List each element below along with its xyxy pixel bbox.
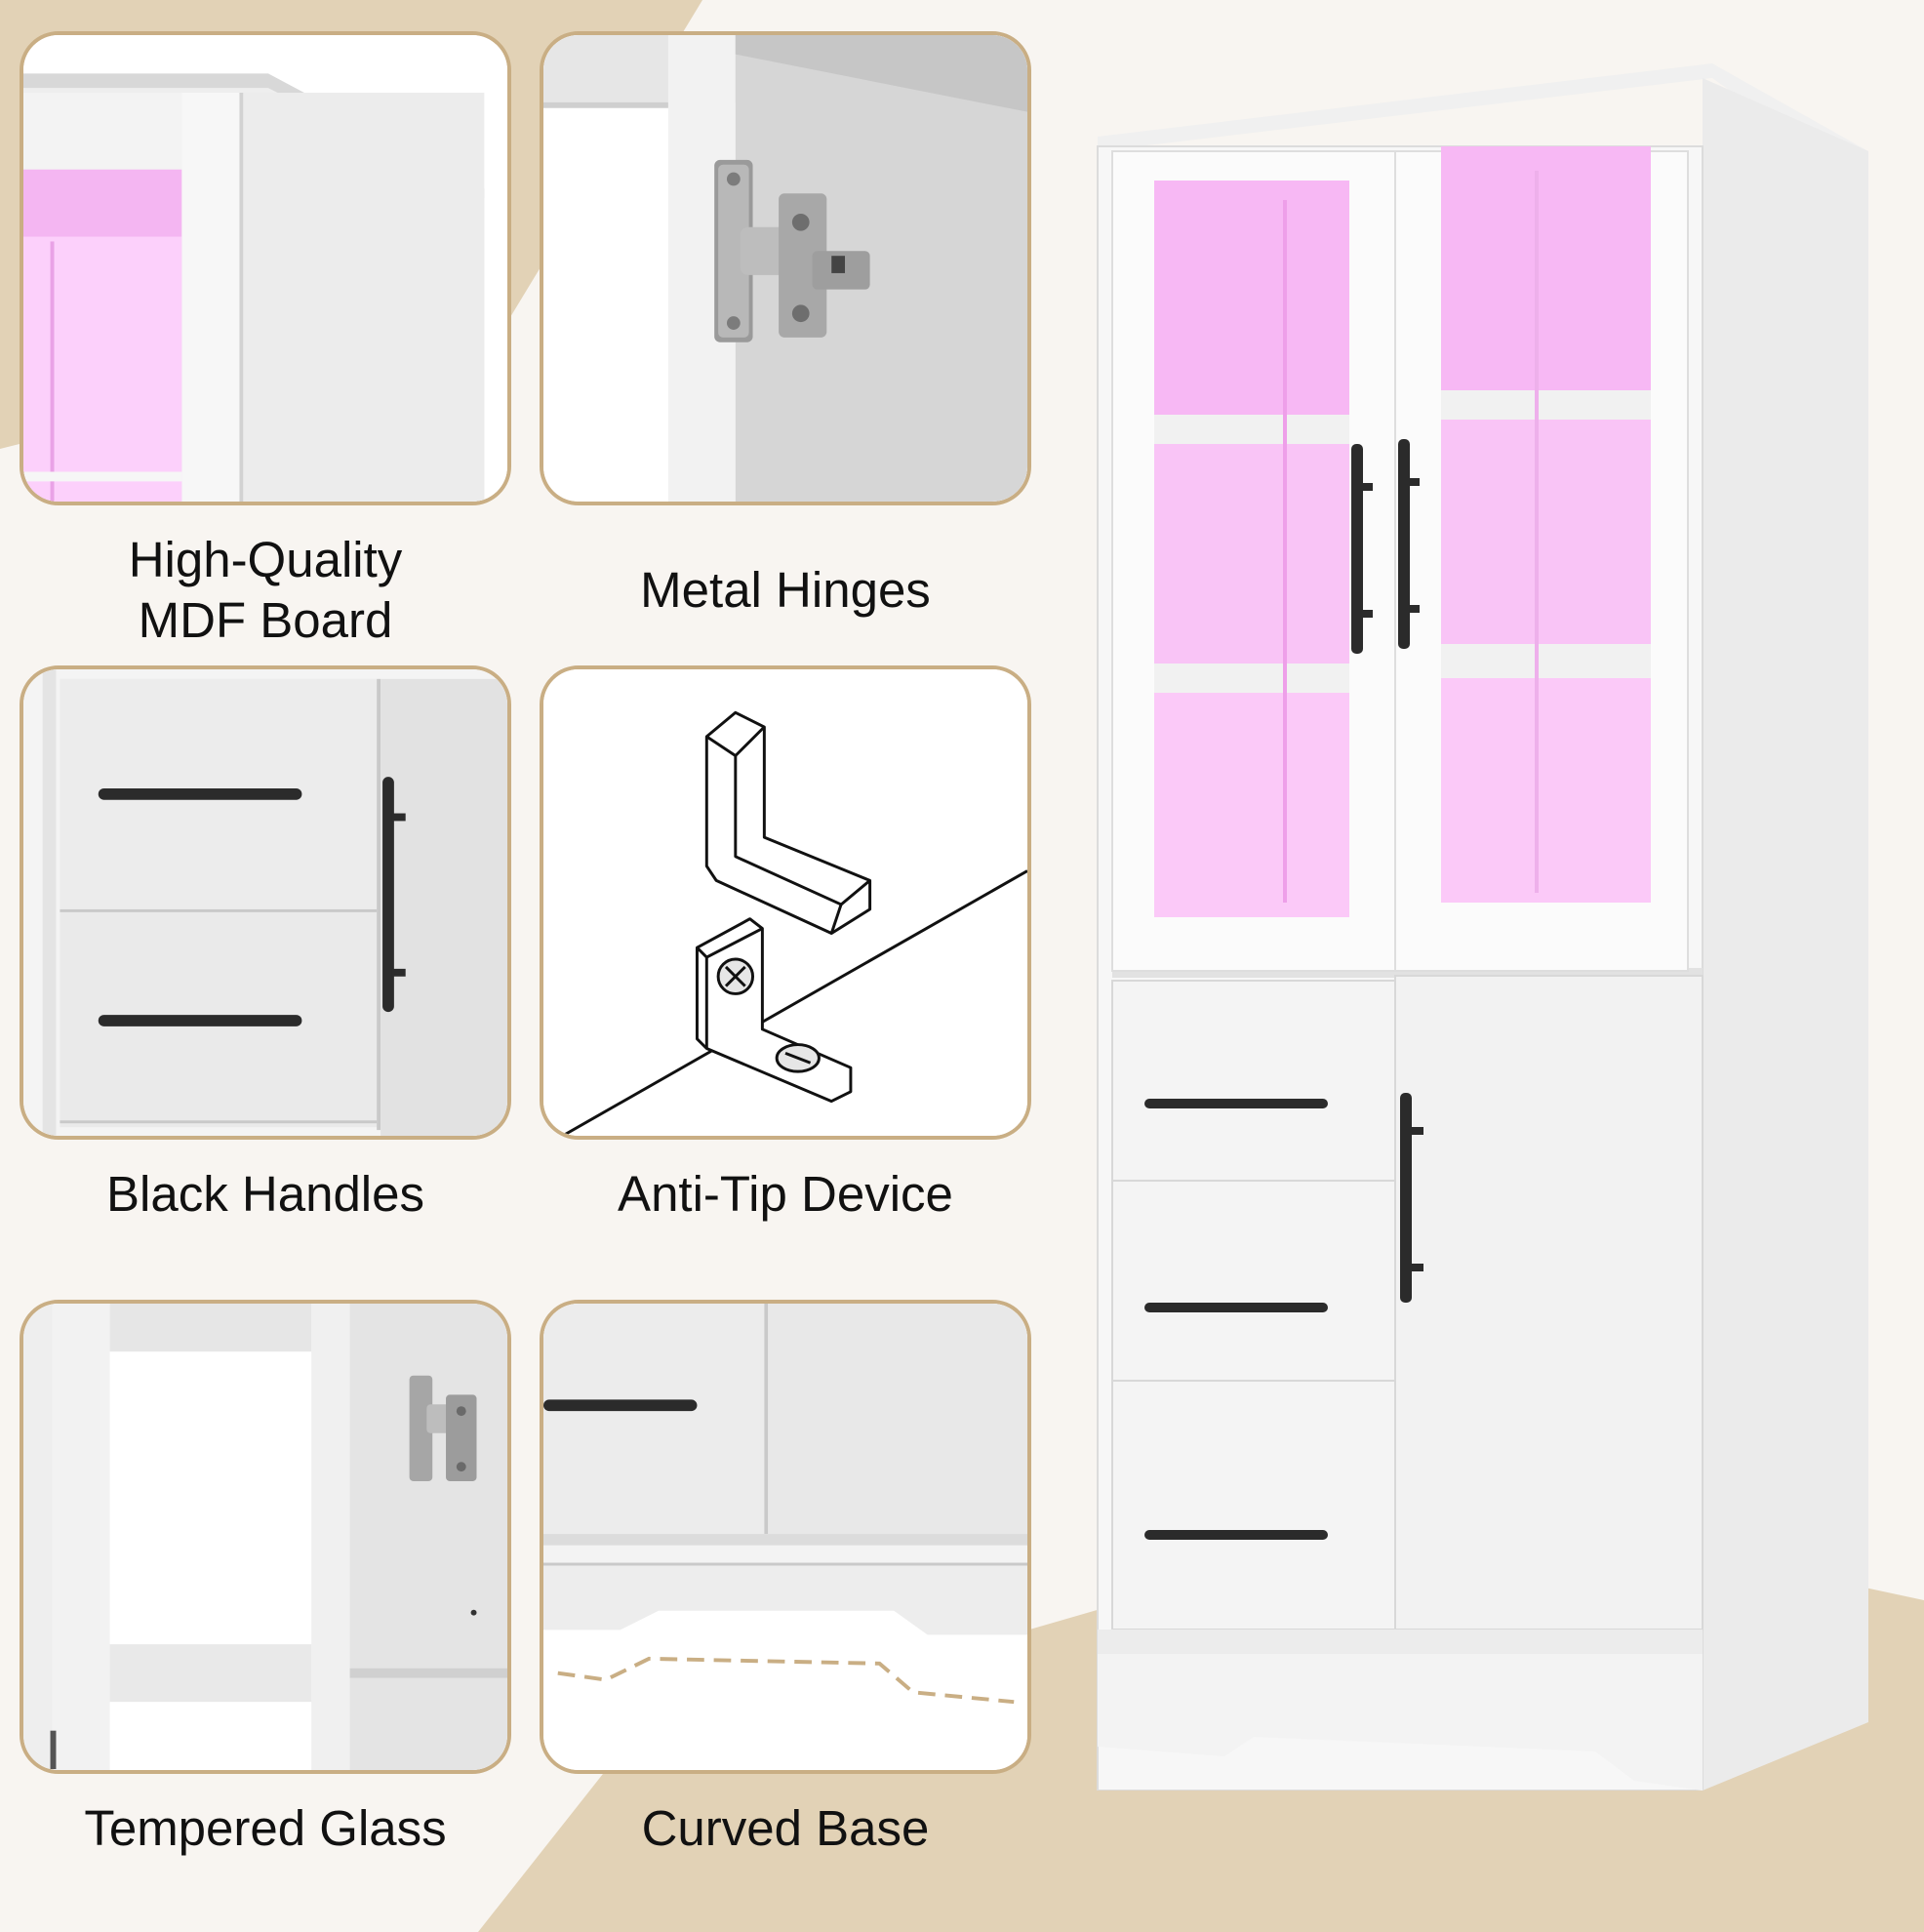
glass-pane xyxy=(1154,181,1349,415)
glass-pane xyxy=(1441,678,1651,903)
feature-card-anti-tip xyxy=(540,665,1031,1140)
hinge-icon xyxy=(409,1375,477,1481)
feature-caption-anti-tip: Anti-Tip Device xyxy=(540,1164,1031,1225)
feature-caption-line: Black Handles xyxy=(106,1166,424,1222)
door-handle-right xyxy=(1398,439,1420,649)
feature-caption-line: MDF Board xyxy=(138,592,393,648)
drawer-handle xyxy=(1144,1530,1328,1540)
feature-caption-hinges: Metal Hinges xyxy=(540,560,1031,621)
glass-pane xyxy=(1441,146,1651,390)
feature-caption-mdf: High-Quality MDF Board xyxy=(20,530,511,651)
feature-card-glass xyxy=(20,1300,511,1774)
handle-horizontal xyxy=(543,1399,698,1412)
drawer-handle xyxy=(1144,1099,1328,1108)
feature-caption-glass: Tempered Glass xyxy=(20,1798,511,1859)
feature-card-hinges xyxy=(540,31,1031,505)
glass-pane xyxy=(1441,420,1651,644)
feature-caption-line: Curved Base xyxy=(641,1800,930,1856)
handle-horizontal-top xyxy=(98,787,302,800)
feature-card-handles xyxy=(20,665,511,1140)
curved-base-outline xyxy=(557,1656,1015,1705)
feature-card-base xyxy=(540,1300,1031,1774)
feature-caption-line: Anti-Tip Device xyxy=(618,1166,953,1222)
hinge-icon xyxy=(714,159,870,342)
handle-vertical xyxy=(382,777,406,1013)
glass-pane xyxy=(1154,693,1349,917)
feature-caption-handles: Black Handles xyxy=(20,1164,511,1225)
feature-caption-line: Metal Hinges xyxy=(640,562,931,618)
feature-caption-base: Curved Base xyxy=(540,1798,1031,1859)
door-handle-lower xyxy=(1400,1093,1423,1303)
feature-card-mdf xyxy=(20,31,511,505)
feature-caption-line: High-Quality xyxy=(128,532,403,587)
drawer-handle xyxy=(1144,1303,1328,1312)
handle-horizontal-bottom xyxy=(98,1015,302,1026)
screw-icon xyxy=(716,957,821,1073)
mdf-board-closeup xyxy=(23,35,507,502)
feature-caption-line: Tempered Glass xyxy=(84,1800,447,1856)
door-handle-left xyxy=(1351,444,1373,654)
cabinet-product-image xyxy=(1097,63,1868,1791)
glass-pane xyxy=(1154,444,1349,664)
